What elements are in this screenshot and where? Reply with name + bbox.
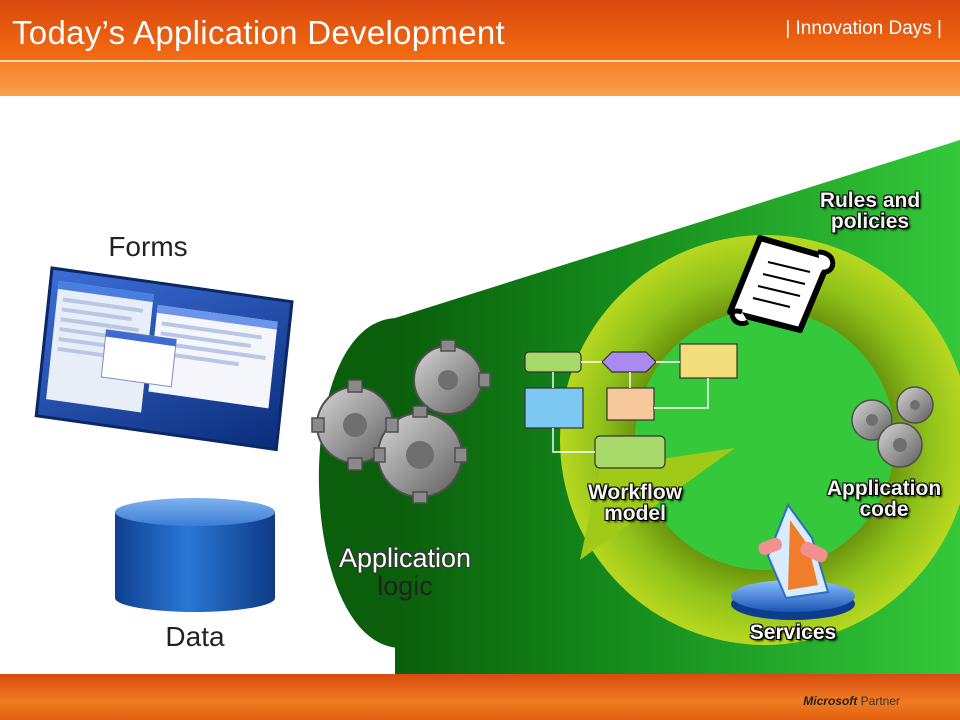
workflow-line2: model — [604, 502, 666, 525]
application-logic-label: Application logic — [320, 544, 490, 601]
gear-holes — [343, 370, 458, 469]
small-gear-holes — [866, 400, 920, 452]
workflow-label: Workflow model — [565, 482, 705, 524]
workflow-diagram-icon — [524, 343, 738, 469]
data-cylinder — [115, 498, 275, 612]
appcode-line2: code — [859, 498, 909, 520]
forms-label: Forms — [108, 231, 188, 262]
partner-logo: Microsoft Partner — [803, 694, 900, 708]
rules-label: Rules and policies — [790, 190, 950, 232]
title-band — [0, 0, 960, 60]
rules-line1: Rules and — [819, 189, 921, 212]
services-icon — [731, 502, 855, 620]
gear-teeth — [311, 339, 491, 504]
title-bar: Today’s Application Development | Innova… — [0, 0, 960, 96]
services-label: Services — [749, 621, 837, 644]
title-rule — [0, 60, 960, 62]
workflow-line1: Workflow — [587, 481, 683, 504]
partner-logo-text: Partner — [860, 694, 900, 708]
appcode-line1: Application — [826, 478, 942, 500]
application-logic-line2: logic — [377, 571, 433, 602]
data-label: Data — [165, 621, 225, 652]
partner-logo-brand: Microsoft — [803, 694, 858, 708]
rules-line2: policies — [830, 210, 910, 233]
event-brand: | Innovation Days | — [785, 18, 942, 39]
scroll-icon — [727, 235, 836, 333]
footer-bar: Microsoft Partner — [0, 674, 960, 720]
application-logic-line1: Application — [338, 543, 472, 573]
slide-title: Today’s Application Development — [12, 14, 505, 51]
application-code-label: Application code — [808, 478, 960, 520]
forms-screenshot — [34, 266, 294, 452]
